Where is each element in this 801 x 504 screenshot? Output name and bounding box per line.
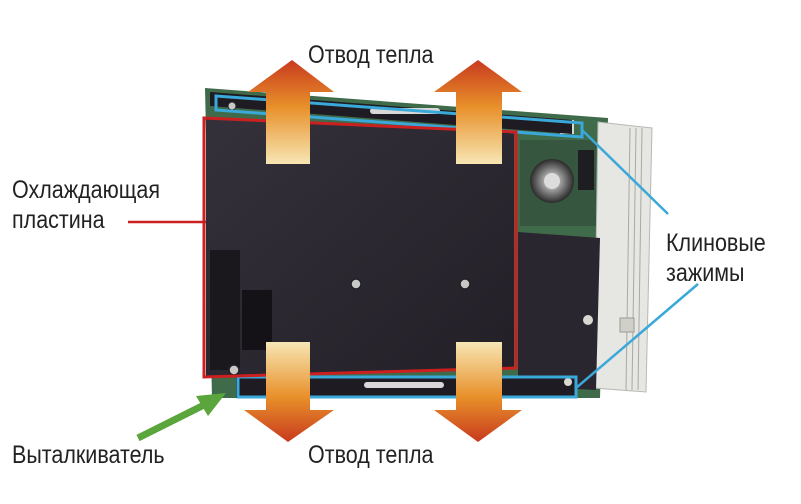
cooling-plate-label-line1: Охлаждающая	[12, 176, 161, 204]
ejector-arrow-head	[196, 393, 226, 416]
wedge-clamps-label-line1: Клиновые	[666, 229, 766, 257]
heat-arrow-down-left	[244, 342, 334, 442]
capacitor-center	[544, 173, 560, 189]
wedge-clamps-label-line2: зажимы	[666, 259, 745, 287]
bottom-rod	[364, 382, 444, 388]
heat-arrow-up-right	[434, 60, 522, 164]
heat-arrow-down-right	[434, 342, 522, 442]
standoff-right-bottom	[564, 378, 572, 386]
ejector-arrow-shaft	[136, 398, 212, 442]
corner-screw-top-left	[227, 101, 237, 111]
cooling-plate-outline	[202, 116, 518, 379]
wedge-clamp-callout-line-top	[581, 129, 669, 215]
heatsink-block-right	[518, 232, 600, 390]
ejector-handle	[210, 250, 240, 370]
heat-dissipation-label-top: Отвод тепла	[308, 41, 434, 69]
ejector-label: Выталкиватель	[12, 441, 165, 469]
cooling-plate	[206, 118, 514, 376]
wedge-clamp-callout-line-bottom	[575, 283, 699, 389]
heat-dissipation-label-bottom: Отвод тепла	[308, 441, 434, 469]
plate-screw-left	[350, 278, 362, 290]
connector-latch	[619, 317, 635, 333]
chip-component	[578, 150, 594, 190]
standoff-right-mid	[583, 315, 593, 325]
heat-arrow-up-left	[248, 60, 334, 164]
ejector-slot	[242, 290, 272, 350]
backplane-connector	[593, 121, 653, 393]
corner-screw-bottom-left	[228, 364, 240, 376]
plate-screw-right	[459, 278, 471, 290]
cooling-plate-label-line2: пластина	[12, 206, 105, 234]
